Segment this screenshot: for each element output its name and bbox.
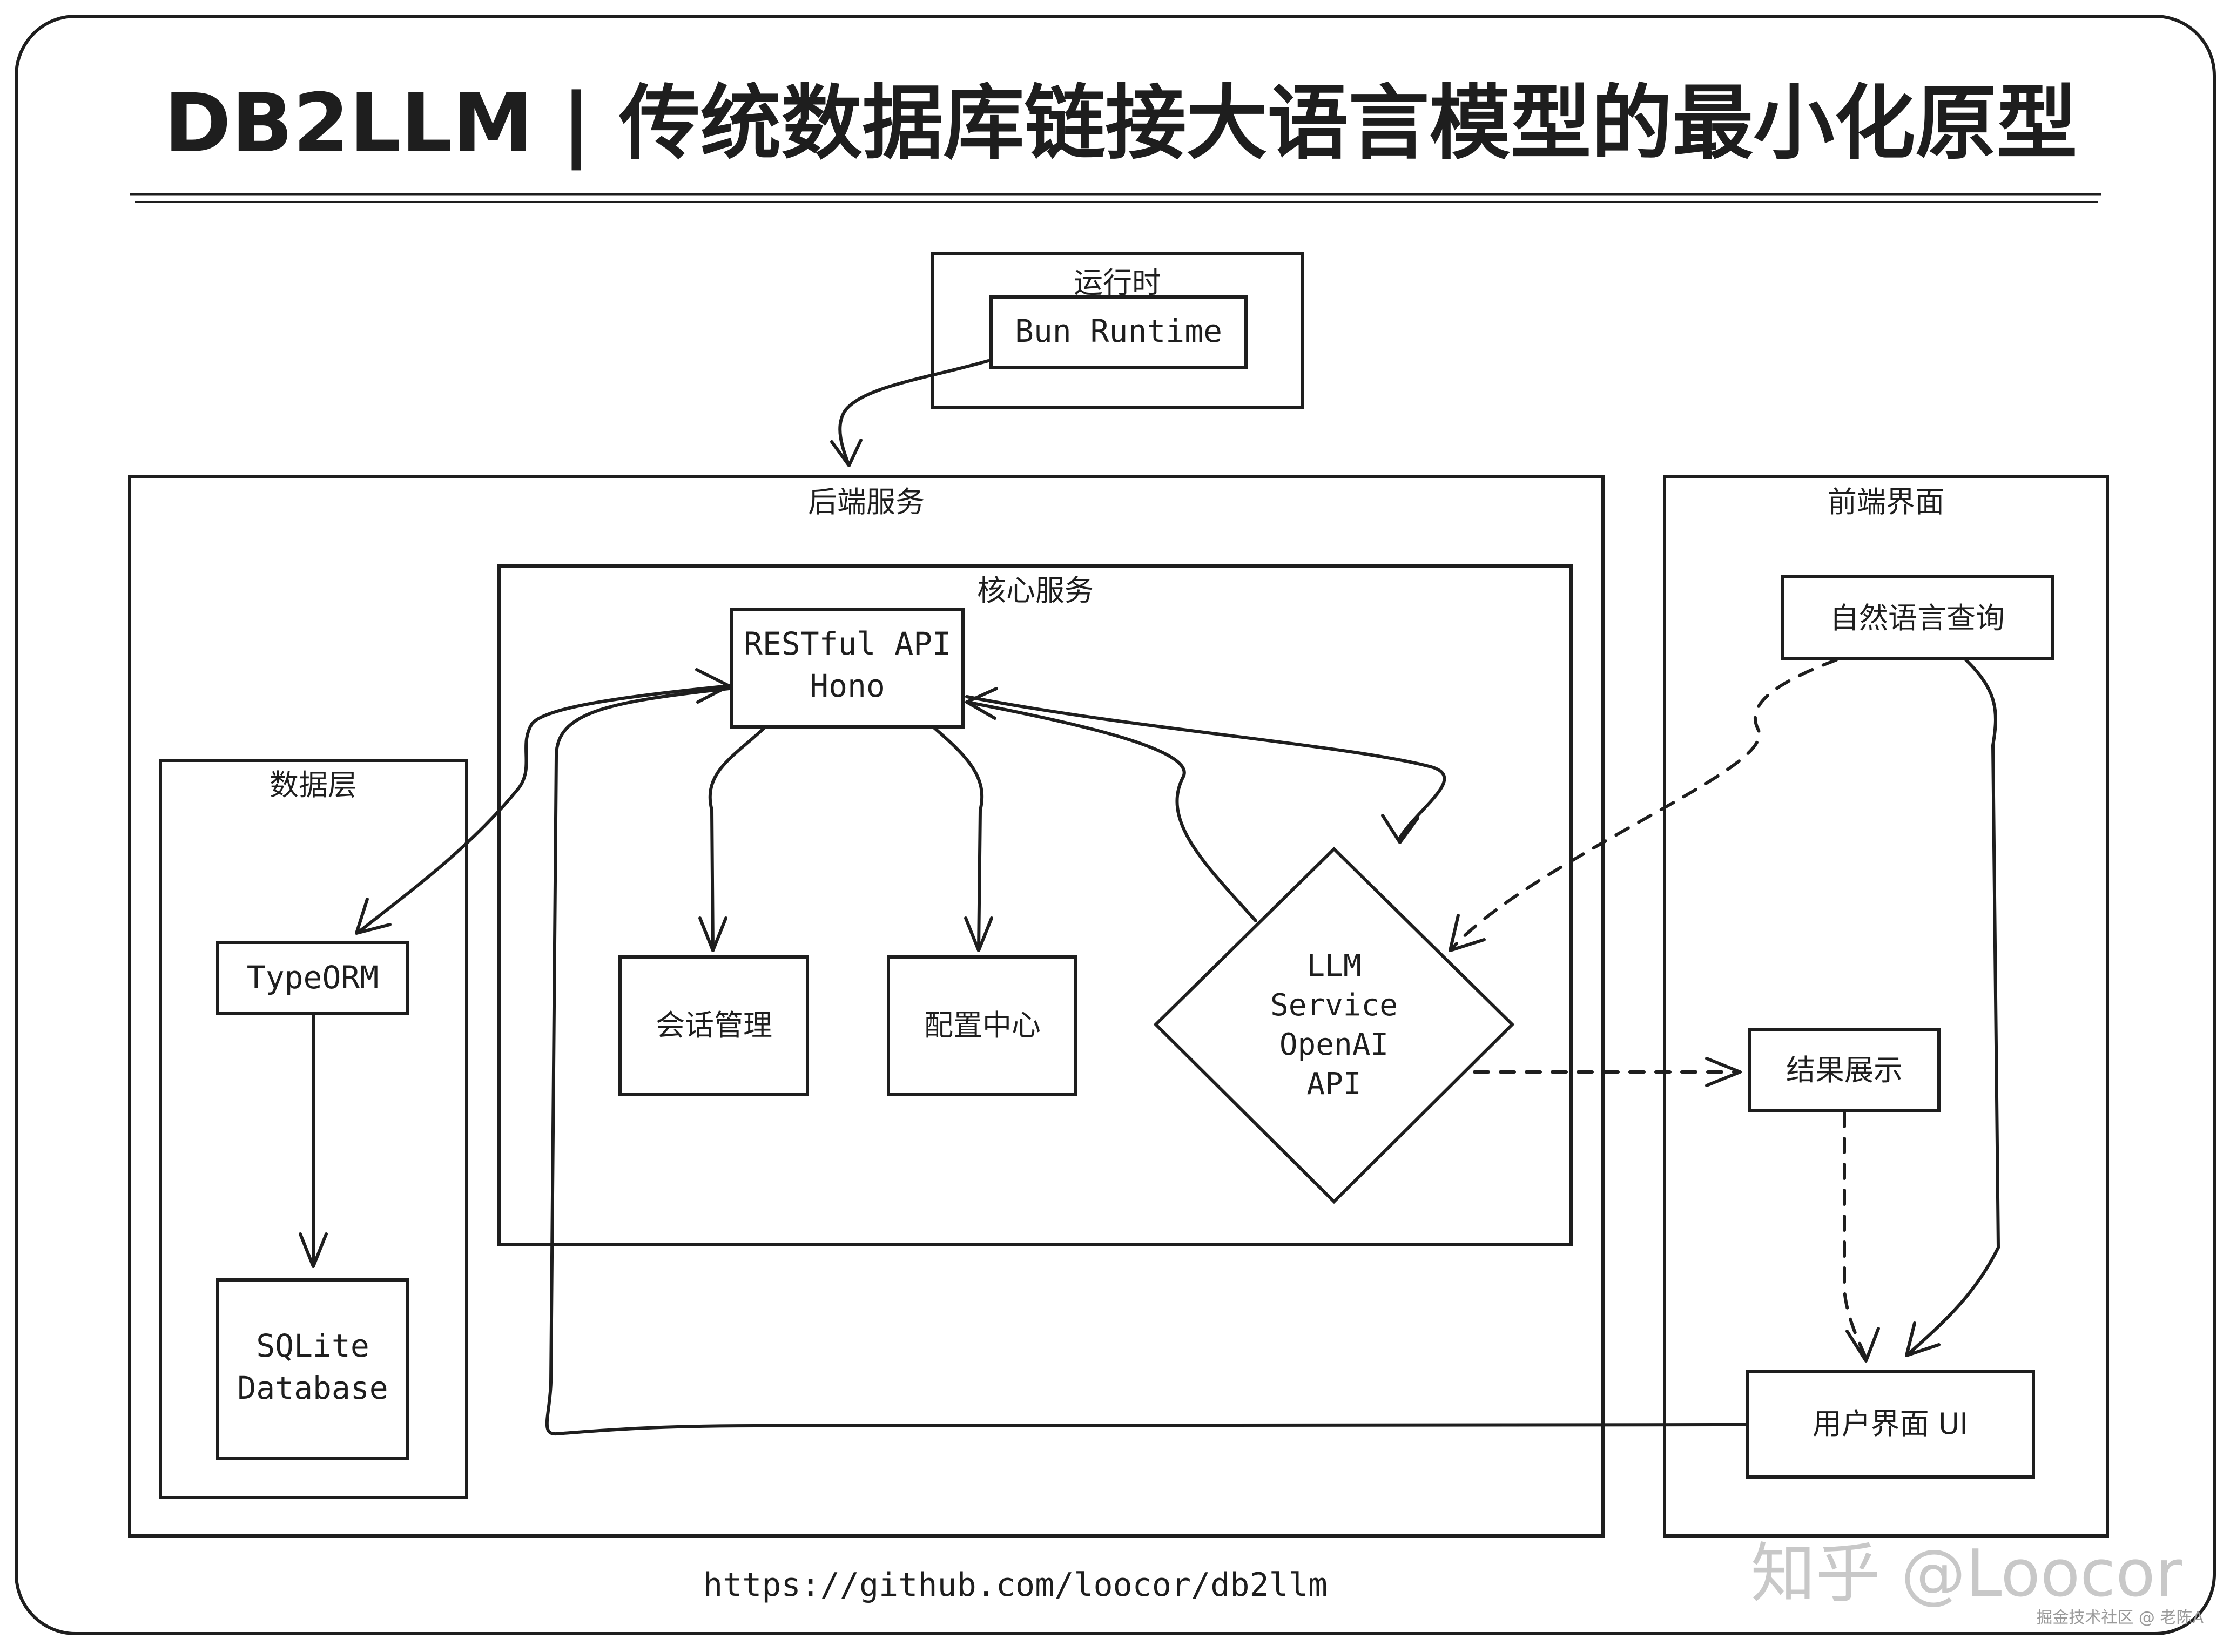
diagram-title: DB2LLM | 传统数据库链接大语言模型的最小化原型	[164, 77, 2078, 171]
session-mgmt-label: 会话管理	[656, 1008, 772, 1042]
outer-frame	[15, 15, 2216, 1635]
frontend-group-label: 前端界面	[1828, 485, 1944, 519]
arrow-query-to-ui-head	[1905, 1321, 1941, 1357]
arrow-query-to-ui	[1905, 658, 2000, 1357]
runtime-group-label: 运行时	[1074, 266, 1161, 300]
arrow-query-to-llm	[1451, 658, 1838, 949]
llm-service-label-1: LLM	[1306, 948, 1361, 983]
restful-api-node	[730, 608, 965, 729]
result-display-label: 结果展示	[1786, 1053, 1903, 1087]
backend-group	[128, 475, 1605, 1538]
arrow-ui-to-api	[545, 687, 1747, 1436]
arrow-runtime-to-backend-head	[830, 439, 863, 467]
arrow-api-to-config	[933, 726, 984, 952]
sqlite-node	[216, 1278, 409, 1460]
core-group	[497, 564, 1573, 1246]
watermark-small: 掘金技术社区 @ 老陈A	[2036, 1608, 2204, 1627]
arrow-api-to-config-head	[964, 916, 993, 952]
arrow-api-to-typeorm	[358, 684, 731, 933]
backend-group-label: 后端服务	[808, 485, 925, 519]
watermark-main: 知乎 @Loocor	[1751, 1536, 2182, 1611]
config-center-node	[887, 955, 1077, 1096]
result-display-node	[1748, 1028, 1941, 1112]
bun-runtime-label: Bun Runtime	[1015, 313, 1222, 349]
arrow-query-to-llm-head	[1449, 914, 1486, 952]
arrow-api-to-llm	[965, 695, 1446, 841]
user-ui-label: 用户界面 UI	[1813, 1407, 1969, 1441]
typeorm-label: TypeORM	[247, 959, 379, 996]
llm-service-label-2: Service	[1270, 988, 1398, 1023]
arrow-llm-to-api	[965, 700, 1257, 922]
llm-service-label-3: OpenAI	[1279, 1027, 1389, 1062]
frontend-group	[1663, 475, 2109, 1538]
arrow-llm-to-result-head	[1705, 1057, 1742, 1087]
typeorm-node	[216, 941, 409, 1015]
arrow-api-to-llm-head	[1381, 814, 1419, 844]
arrow-runtime-to-backend	[838, 359, 990, 467]
sqlite-sublabel: Database	[237, 1370, 388, 1406]
nl-query-label: 自然语言查询	[1830, 601, 2005, 635]
llm-service-label-4: API	[1306, 1067, 1361, 1102]
arrow-result-to-ui-head	[1845, 1327, 1880, 1363]
core-group-label: 核心服务	[977, 574, 1094, 608]
nl-query-node	[1781, 575, 2054, 660]
session-mgmt-node	[618, 955, 809, 1096]
runtime-group	[931, 252, 1304, 409]
arrow-api-to-typeorm-head	[355, 898, 392, 935]
arrow-api-to-session	[708, 726, 766, 952]
data-layer-group-label: 数据层	[270, 768, 357, 802]
restful-api-sublabel: Hono	[810, 667, 885, 704]
arrow-llm-to-api-head	[965, 687, 998, 720]
data-layer-group	[159, 759, 468, 1499]
arrow-typeorm-to-sqlite-head	[299, 1232, 328, 1268]
user-ui-node	[1746, 1370, 2035, 1479]
sqlite-label: SQLite	[256, 1327, 369, 1364]
arrow-result-to-ui	[1843, 1111, 1868, 1360]
arrow-typeorm-to-api-head	[695, 668, 731, 704]
restful-api-label: RESTful API	[744, 625, 951, 662]
repo-url: https://github.com/loocor/db2llm	[703, 1566, 1328, 1604]
llm-service-node	[1153, 846, 1515, 1204]
bun-runtime-node	[989, 295, 1248, 369]
config-center-label: 配置中心	[924, 1008, 1041, 1042]
arrow-api-to-session-head	[698, 916, 727, 952]
